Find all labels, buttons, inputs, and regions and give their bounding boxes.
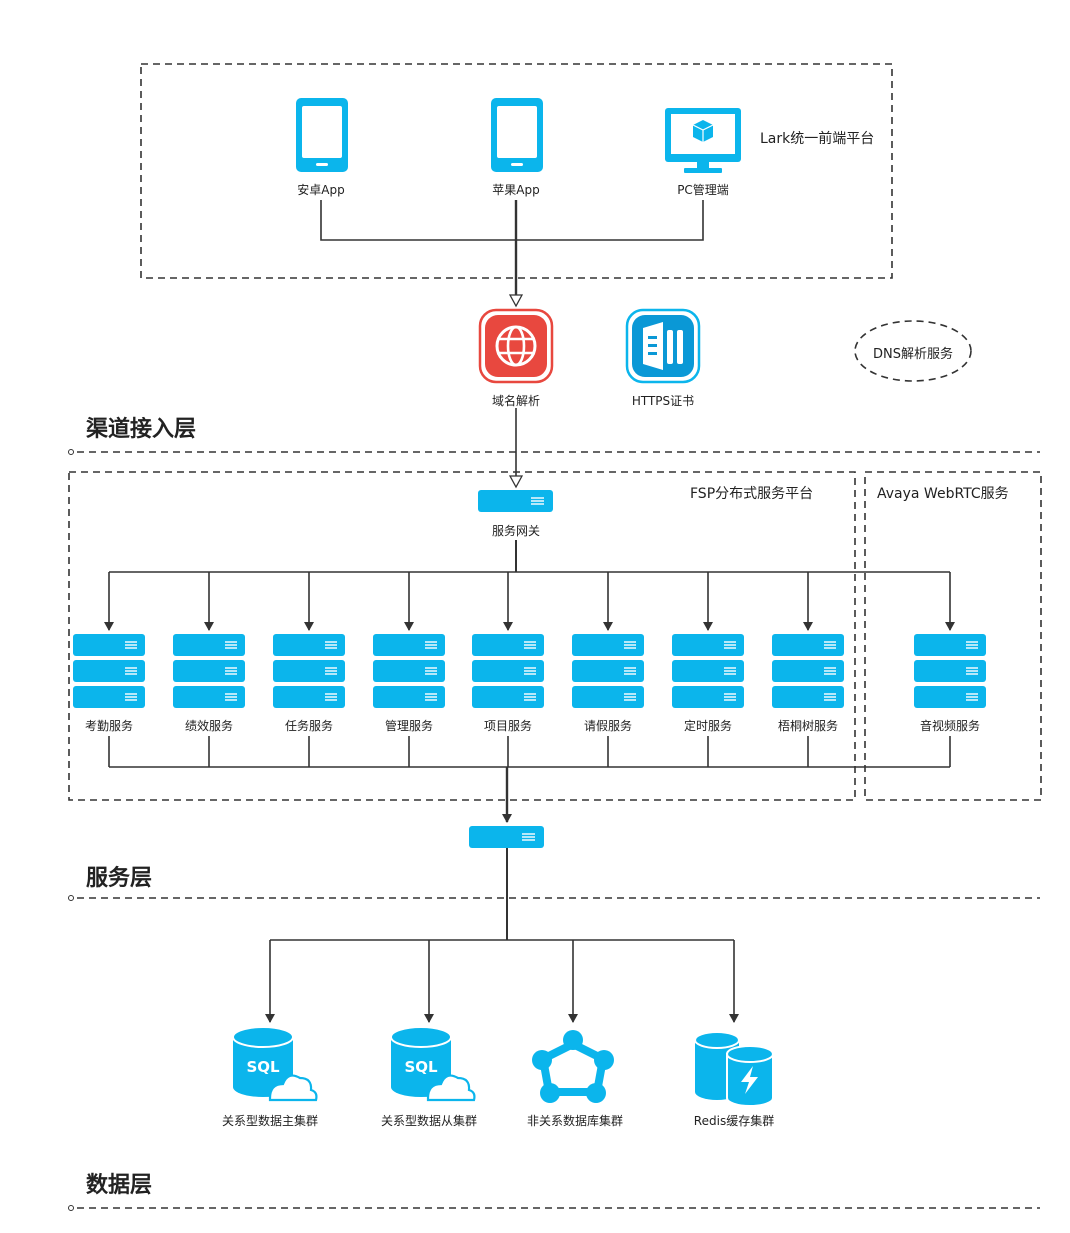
- certificate-icon: [625, 308, 701, 384]
- sql-database-cloud-icon-slave: SQL: [390, 1026, 476, 1102]
- sql-text: SQL: [404, 1058, 438, 1076]
- dns-resolve-label: 域名解析: [491, 394, 541, 408]
- pc-admin-label: PC管理端: [677, 183, 729, 197]
- data-label-nosql: 非关系数据库集群: [526, 1114, 624, 1128]
- lower-gateway-server-icon: [469, 826, 544, 848]
- frontend-connector: [320, 200, 704, 241]
- service-label-av: 音视频服务: [919, 719, 981, 733]
- ios-app-label: 苹果App: [492, 183, 540, 197]
- server-stack-icon-attendance: [72, 633, 146, 709]
- server-stack-icon-performance: [172, 633, 246, 709]
- server-stack-icon-av: [913, 633, 987, 709]
- service-label-attendance: 考勤服务: [84, 719, 134, 733]
- avaya-title: Avaya WebRTC服务: [877, 486, 1009, 502]
- data-label-master: 关系型数据主集群: [221, 1114, 319, 1128]
- service-label-performance: 绩效服务: [184, 719, 234, 733]
- frontend-platform-box: [140, 63, 893, 279]
- server-stack-icon-task: [272, 633, 346, 709]
- server-stack-icon-timer: [671, 633, 745, 709]
- server-stack-icon-wutong: [771, 633, 845, 709]
- server-stack-icon-management: [372, 633, 446, 709]
- fsp-platform-title: FSP分布式服务平台: [690, 486, 814, 502]
- dns-service-label: DNS解析服务: [873, 347, 953, 362]
- https-cert-label: HTTPS证书: [631, 394, 695, 408]
- service-label-wutong: 梧桐树服务: [777, 719, 839, 733]
- dns-service-ellipse: [854, 320, 972, 382]
- android-app-label: 安卓App: [297, 183, 345, 197]
- sql-text: SQL: [246, 1058, 280, 1076]
- avaya-box: [864, 471, 1042, 801]
- redis-cache-icon: [694, 1031, 774, 1107]
- data-label-redis: Redis缓存集群: [693, 1114, 775, 1128]
- data-label-slave: 关系型数据从集群: [380, 1114, 478, 1128]
- nosql-cluster-icon: [532, 1030, 614, 1103]
- pc-monitor-icon: [665, 108, 741, 173]
- globe-icon: [478, 308, 554, 384]
- channel-layer-title: 渠道接入层: [86, 417, 197, 442]
- iphone-icon: [491, 98, 543, 172]
- service-label-management: 管理服务: [384, 719, 434, 733]
- android-phone-icon: [296, 98, 348, 172]
- sql-database-cloud-icon-master: SQL: [232, 1026, 318, 1102]
- service-label-timer: 定时服务: [683, 719, 733, 733]
- server-stack-icon-project: [471, 633, 545, 709]
- service-label-task: 任务服务: [284, 719, 334, 733]
- service-layer-title: 服务层: [86, 866, 153, 891]
- server-stack-icon-leave: [571, 633, 645, 709]
- gateway-label: 服务网关: [491, 524, 541, 538]
- fsp-platform-box: [68, 471, 856, 801]
- frontend-platform-title: Lark统一前端平台: [760, 131, 875, 147]
- service-label-leave: 请假服务: [583, 719, 633, 733]
- service-label-project: 项目服务: [483, 719, 533, 733]
- data-layer-title: 数据层: [86, 1173, 153, 1198]
- gateway-server-icon: [478, 490, 553, 512]
